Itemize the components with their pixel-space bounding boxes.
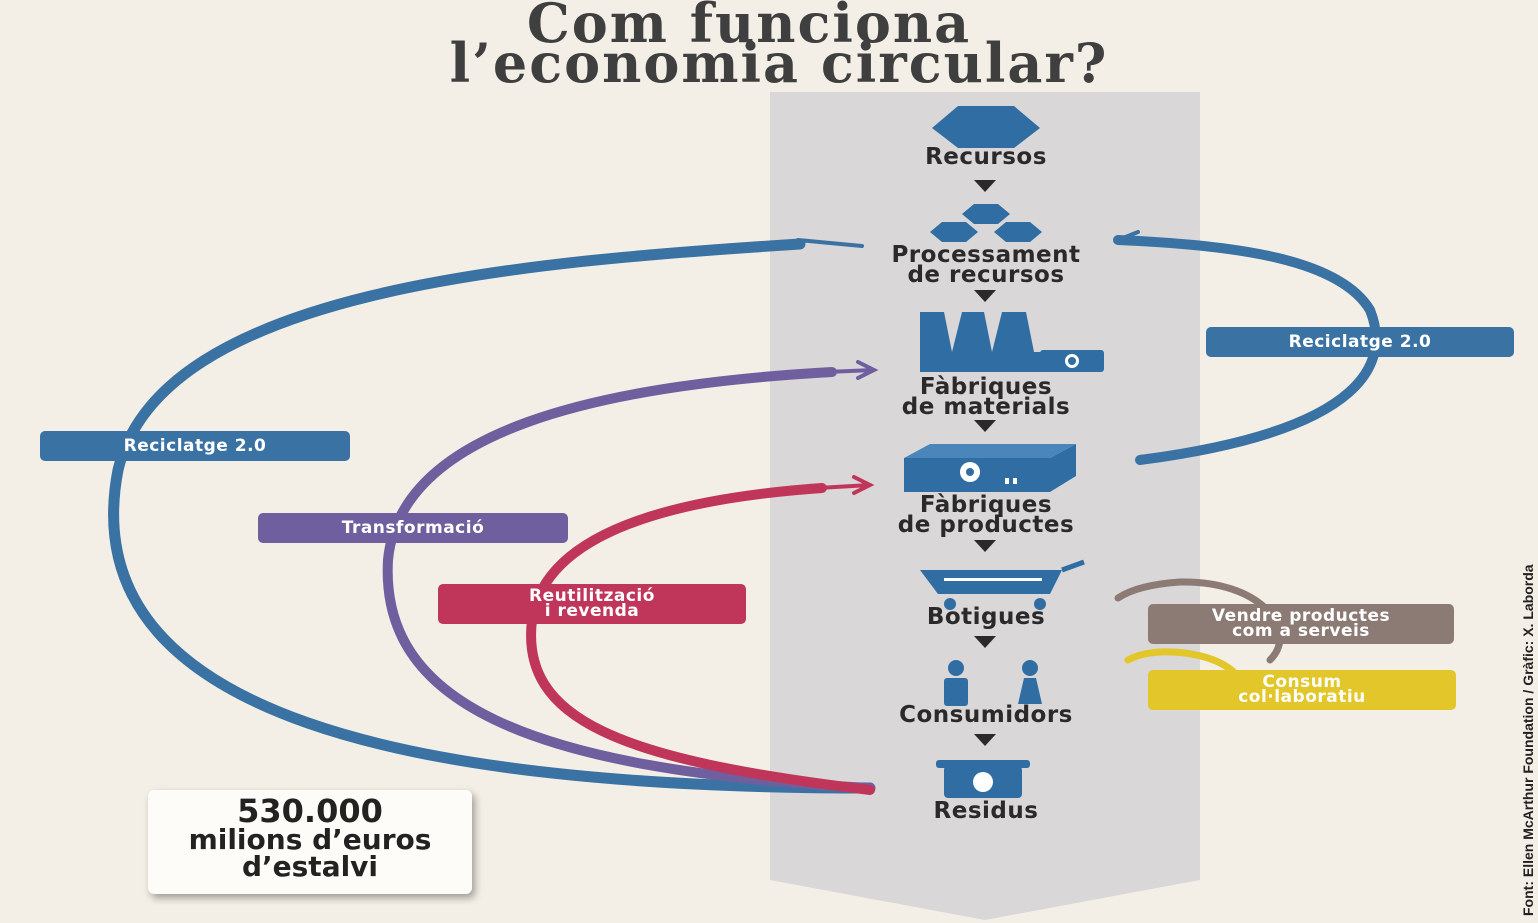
- vendre-label: Vendre productes com a serveis: [1148, 604, 1454, 644]
- reciclatge-right-arc: [1113, 235, 1381, 465]
- transformacio-arrow: [824, 360, 879, 380]
- step-fabriques-materials-line-1: Fàbriques: [919, 374, 1053, 400]
- step-fabriques-productes-line-1: Fàbriques: [919, 492, 1053, 518]
- step-processament-line-2: de recursos: [907, 262, 1065, 288]
- title-line-2: l’economia circular?: [449, 31, 1109, 95]
- transformacio-arc: [382, 367, 875, 793]
- title-line-1: Com funciona: [526, 0, 972, 55]
- step-arrows: [974, 180, 996, 746]
- consum-label: Consum col·laboratiu: [1148, 670, 1456, 710]
- step-recursos: Recursos: [925, 144, 1047, 170]
- vendre-label-line-1: Vendre productes: [1211, 606, 1391, 626]
- step-fabriques-materials-line-2: de materials: [901, 394, 1071, 420]
- savings-line-3: d’estalvi: [241, 850, 379, 883]
- reciclatge-left-arrow: [796, 238, 864, 248]
- savings-box: 530.000 milions d’euros d’estalvi: [148, 790, 472, 894]
- savings-amount: 530.000: [237, 792, 383, 830]
- factory-icon: [920, 312, 1104, 372]
- reciclatge-left-label: Reciclatge 2.0: [40, 431, 350, 461]
- reciclatge-left-arc: [108, 238, 876, 794]
- vendre-label-line-2: com a serveis: [1232, 621, 1370, 641]
- hexagon-icon: [932, 106, 1040, 148]
- step-consumidors: Consumidors: [899, 702, 1073, 728]
- flow-band: [770, 92, 1200, 920]
- people-icon: [944, 660, 1042, 706]
- reutilitzacio-label-line-1: Reutilització: [529, 586, 655, 606]
- reciclatge-right-label: Reciclatge 2.0: [1206, 327, 1514, 357]
- recycle-bin-icon: [936, 760, 1030, 798]
- step-processament-line-1: Processament: [891, 242, 1081, 268]
- consum-label-line-2: col·laboratiu: [1238, 687, 1366, 707]
- step-fabriques-productes-line-2: de productes: [897, 512, 1075, 538]
- transformacio-label: Transformació: [258, 513, 568, 543]
- reutilitzacio-arrow: [816, 475, 875, 495]
- consum-label-line-1: Consum: [1262, 672, 1342, 692]
- machine-gear-icon: [904, 444, 1076, 492]
- savings-line-2: milions d’euros: [188, 823, 432, 856]
- reutilitzacio-label-line-2: i revenda: [544, 601, 640, 621]
- step-botigues: Botigues: [926, 604, 1046, 630]
- hexagon-cluster-icon: [930, 204, 1042, 242]
- source-credit: Font: Ellen McArthur Foundation / Gràfic…: [1520, 564, 1536, 916]
- reutilitzacio-label: Reutilització i revenda: [438, 584, 746, 624]
- shopping-cart-icon: [920, 559, 1085, 610]
- step-residus: Residus: [933, 798, 1039, 824]
- reciclatge-right-arrow: [1117, 230, 1172, 245]
